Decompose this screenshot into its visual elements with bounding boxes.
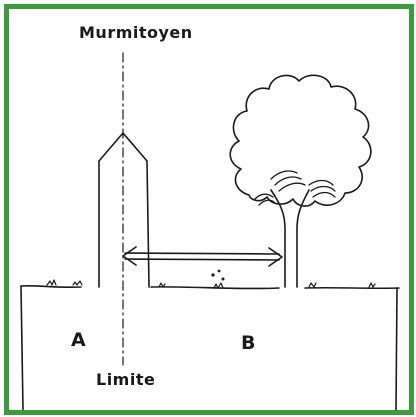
zone-b-label: B (241, 332, 256, 354)
distance-arrow-icon (123, 247, 282, 266)
boundary-label: Limite (96, 370, 155, 389)
wall-icon (99, 133, 149, 287)
diagram-frame: Murmitoyen Limite A B (4, 4, 414, 415)
ground-line (21, 286, 399, 289)
plot-left-edge (21, 286, 23, 410)
plot-right-edge (396, 288, 397, 410)
tree-shading (255, 171, 335, 205)
tree-icon (230, 75, 371, 287)
wall-label: Murmitoyen (79, 23, 193, 42)
zone-a-label: A (71, 329, 86, 351)
sketch-canvas (9, 9, 409, 410)
tree-canopy (230, 75, 371, 206)
ground-dots (211, 270, 224, 281)
grass-tufts (47, 280, 375, 288)
